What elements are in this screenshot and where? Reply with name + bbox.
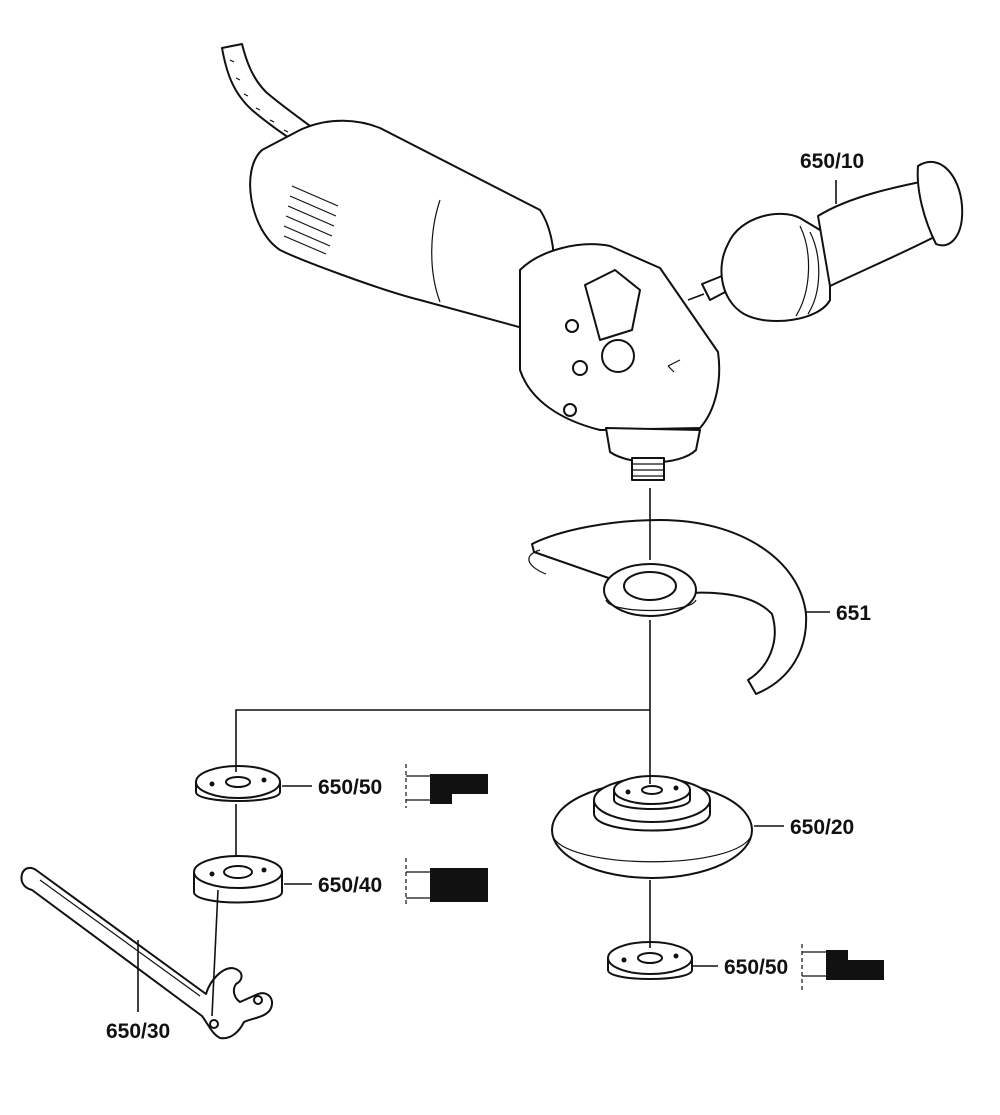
- backing-pad: [551, 775, 753, 879]
- spindle-thread: [631, 457, 665, 481]
- label-flange-nut: 650/40: [318, 874, 382, 897]
- vent-slots: [283, 185, 339, 255]
- label-side-handle: 650/10: [800, 150, 864, 173]
- nut-profile-symbol-bottom: [801, 944, 884, 990]
- guard-collar-bore: [623, 571, 677, 601]
- nut-profile-symbol-middle: [405, 858, 488, 904]
- motor-housing: [249, 119, 555, 331]
- screw-head: [565, 319, 579, 333]
- wheel-guard: [528, 519, 808, 695]
- spindle-lock-button: [601, 339, 635, 373]
- leader-line: [687, 293, 705, 301]
- nut-profile-symbol-top: [405, 764, 488, 808]
- clamping-nut-bottom: [607, 941, 693, 980]
- spindle-lock-panel: [584, 269, 641, 341]
- assembly-lines: [137, 180, 837, 1017]
- flange-nut: [193, 855, 283, 904]
- label-backing-pad: 650/20: [790, 816, 854, 839]
- rotation-arrow-icon: [667, 359, 681, 373]
- label-guard: 651: [836, 602, 871, 625]
- label-spanner: 650/30: [106, 1020, 170, 1043]
- label-clamping-nut-bottom: 650/50: [724, 956, 788, 979]
- gear-head: [519, 243, 721, 431]
- screw-head: [563, 403, 577, 417]
- spanner: [20, 866, 274, 1040]
- handle-cap: [720, 212, 831, 323]
- handle-end-flange: [916, 160, 964, 247]
- angle-grinder: [221, 43, 721, 481]
- label-clamping-nut-top: 650/50: [318, 776, 382, 799]
- side-handle: [687, 160, 964, 323]
- handle-socket: [572, 360, 588, 376]
- housing-seam: [431, 199, 441, 303]
- clamping-nut-top: [195, 765, 281, 802]
- cord-texture: [229, 59, 289, 133]
